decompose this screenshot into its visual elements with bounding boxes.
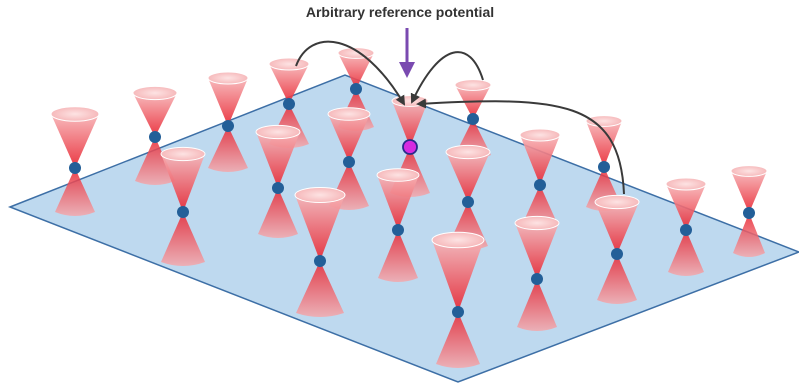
dirac-cone: [514, 215, 560, 331]
upper-cone: [446, 152, 490, 202]
lower-cone: [161, 212, 205, 266]
lattice-node: [350, 83, 362, 95]
dirac-cone: [376, 168, 420, 282]
reference-pointer-arrowhead: [399, 62, 415, 78]
upper-cone: [586, 121, 622, 167]
lower-cone: [517, 279, 557, 331]
lattice-node: [343, 156, 355, 168]
lower-cone: [208, 126, 248, 172]
lower-cone: [733, 213, 765, 257]
upper-cone: [338, 53, 374, 89]
upper-cone: [595, 202, 639, 254]
cone-rim: [594, 194, 640, 210]
dirac-cone: [730, 165, 768, 257]
lower-cone: [436, 312, 480, 368]
lattice-node: [743, 207, 755, 219]
cone-rim: [454, 79, 492, 91]
lattice-node: [680, 224, 692, 236]
upper-cone: [133, 93, 177, 137]
lower-cone: [378, 230, 418, 282]
upper-cone: [161, 154, 205, 212]
dirac-cone: [207, 71, 249, 172]
upper-cone: [666, 184, 706, 230]
upper-cone: [269, 64, 309, 104]
lattice-node: [534, 179, 546, 191]
cone-rim: [376, 168, 420, 182]
lattice-node: [314, 255, 326, 267]
upper-cone: [51, 114, 99, 168]
lower-cone: [296, 261, 344, 317]
cone-rim: [50, 106, 100, 122]
transfer-arrow: [416, 98, 625, 195]
lattice-node: [222, 120, 234, 132]
cone-rim: [391, 95, 429, 107]
lower-cone: [258, 188, 298, 238]
dirac-cone: [665, 177, 707, 276]
cone-rim: [160, 146, 206, 162]
lattice-node: [531, 273, 543, 285]
dirac-cone: [132, 85, 178, 185]
cone-rim: [730, 165, 768, 177]
lower-cone: [135, 137, 175, 185]
cone-rim: [514, 215, 560, 231]
upper-cone: [256, 132, 300, 188]
reference-plane: [7, 74, 799, 383]
lattice-node: [598, 161, 610, 173]
cone-rim: [327, 107, 371, 121]
lattice-node: [467, 113, 479, 125]
cone-rim: [431, 231, 485, 249]
lattice-node: [392, 224, 404, 236]
upper-cone: [328, 114, 370, 162]
lower-cone: [597, 254, 637, 304]
dirac-cone: [160, 146, 206, 266]
lower-cone: [55, 168, 95, 216]
lattice-node: [177, 206, 189, 218]
cone-rim: [445, 144, 491, 160]
cone-rim: [665, 177, 707, 191]
cone-rim: [132, 85, 178, 101]
upper-cone: [520, 135, 560, 185]
dirac-cone: [294, 187, 346, 317]
upper-cone: [515, 223, 559, 279]
upper-cone: [432, 240, 484, 312]
cone-rim: [255, 124, 301, 140]
cone-rim: [519, 128, 561, 142]
dirac-cone: [50, 106, 100, 216]
dirac-cone: [431, 231, 485, 368]
lattice-node: [149, 131, 161, 143]
upper-cone: [392, 101, 428, 147]
upper-cone: [208, 78, 248, 126]
cone-layer: [50, 47, 768, 368]
cone-rim: [337, 47, 375, 59]
upper-cone: [377, 175, 419, 230]
arrow-layer: [295, 28, 625, 195]
lower-cone: [668, 230, 704, 276]
lattice-node: [272, 182, 284, 194]
cone-rim: [207, 71, 249, 85]
lattice-node: [283, 98, 295, 110]
lattice-node: [462, 196, 474, 208]
lattice-node: [452, 306, 464, 318]
upper-cone: [295, 195, 345, 261]
reference-node: [402, 139, 418, 155]
transfer-arrow: [295, 40, 406, 106]
lattice-node: [611, 248, 623, 260]
cone-rim: [294, 187, 346, 203]
diagram-title: Arbitrary reference potential: [305, 4, 495, 20]
dirac-cone: [255, 124, 301, 238]
upper-cone: [731, 171, 767, 213]
dirac-cone: [594, 194, 640, 304]
cone-rim: [268, 57, 310, 71]
lattice-node: [69, 162, 81, 174]
transfer-arrow: [410, 51, 484, 104]
